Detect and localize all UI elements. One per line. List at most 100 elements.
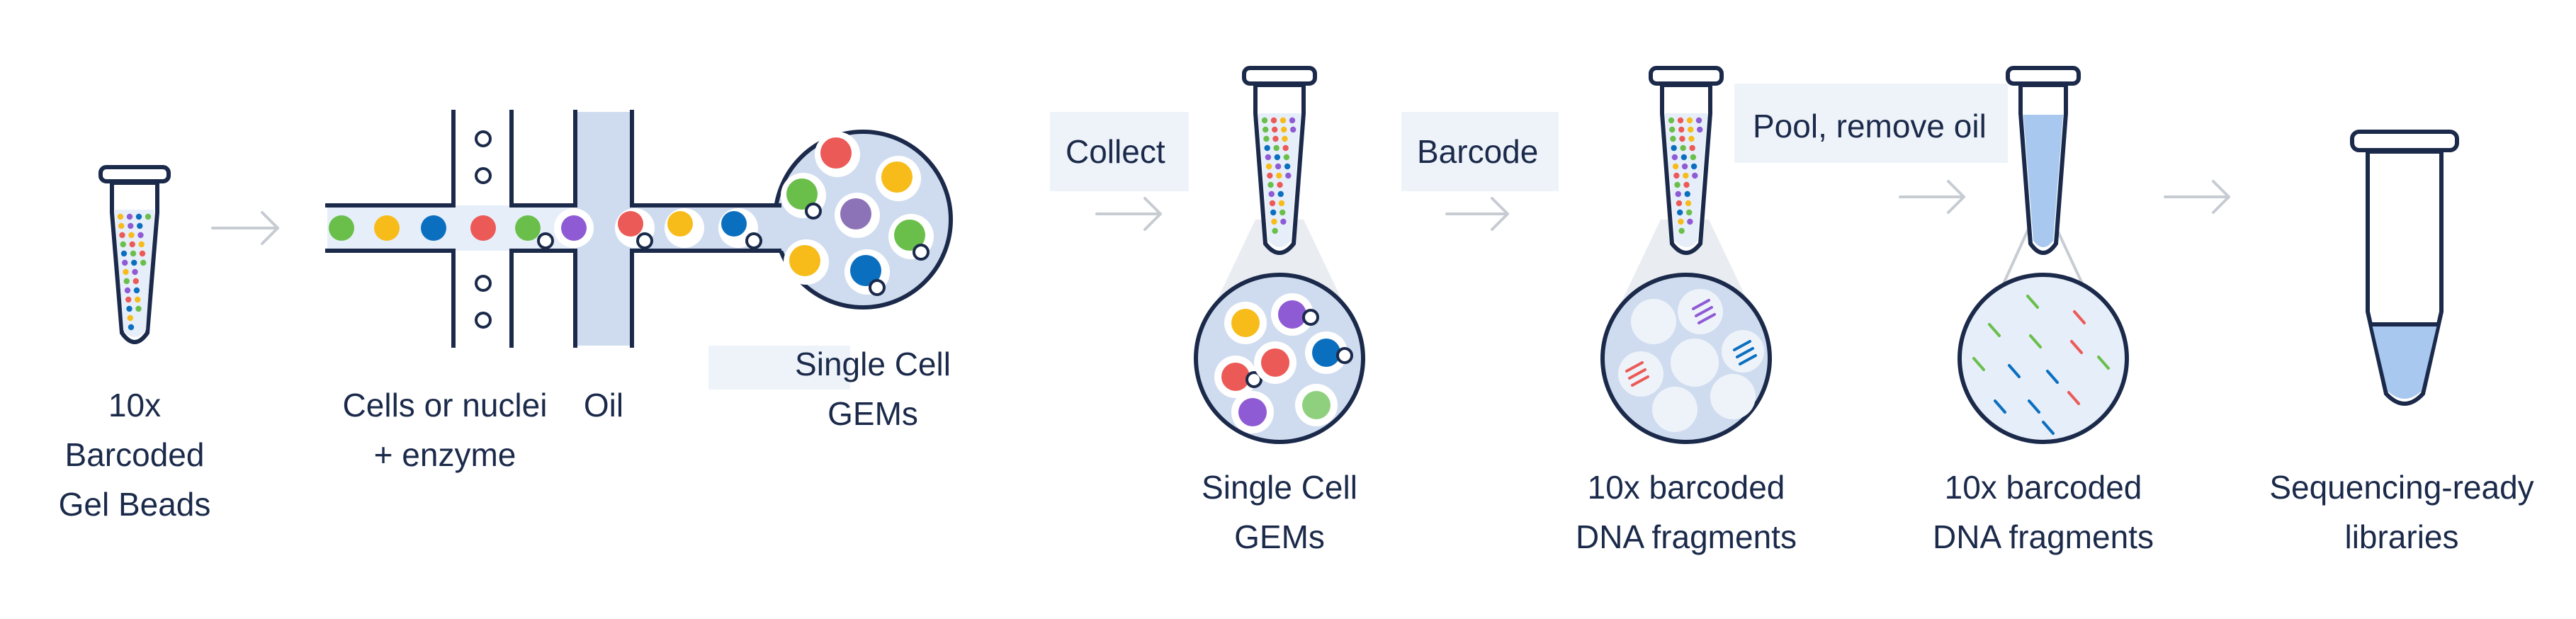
bead-dot	[128, 232, 135, 239]
bead-dot	[127, 314, 133, 322]
tube-icon	[1604, 66, 1766, 339]
bead-dot	[129, 241, 135, 248]
arrow-right-icon	[1095, 197, 1162, 231]
bead-dot	[1683, 172, 1689, 179]
cell	[1278, 300, 1306, 329]
bead-dot	[1676, 200, 1683, 207]
bead-dot	[1281, 126, 1287, 133]
bead-dot	[1672, 163, 1679, 170]
bead-dot	[1265, 163, 1272, 170]
bead-dot	[1687, 218, 1693, 225]
bead-dot	[125, 296, 132, 303]
bead-dot	[1688, 135, 1695, 142]
bead-dot	[1695, 117, 1702, 124]
bead-dot	[1670, 135, 1676, 142]
arrow-right-icon	[1445, 197, 1509, 231]
bead-dot	[122, 259, 128, 266]
gel-beads-label-line2: Barcoded	[65, 436, 205, 473]
bead-dot	[1261, 117, 1268, 124]
cell	[881, 161, 913, 193]
gel-beads-label-line1: 10x	[108, 387, 161, 424]
bead-dot	[1279, 209, 1286, 216]
bead-dot	[1688, 126, 1694, 133]
fragments-1-label-line1: 10x barcoded	[1588, 469, 1785, 506]
cell	[1231, 309, 1260, 337]
cell	[840, 198, 871, 229]
bead-dot	[137, 232, 144, 239]
cell	[1302, 391, 1331, 419]
bead-dot	[1678, 218, 1684, 225]
bead-dot	[120, 250, 128, 257]
bead-dot	[1678, 126, 1685, 133]
bead-dot	[1277, 191, 1284, 198]
libraries-label-line1: Sequencing-ready	[2269, 469, 2533, 506]
bead-dot	[137, 222, 143, 229]
bead-dot	[1277, 181, 1283, 188]
bead-dot	[1668, 117, 1675, 124]
bead-dot	[138, 241, 145, 248]
bead-dot	[120, 241, 126, 248]
bead	[421, 215, 446, 241]
bead-dot	[1680, 144, 1686, 152]
fragments-2-label-line1: 10x barcoded	[1945, 469, 2142, 506]
tube-icon	[98, 165, 171, 344]
bead-dot	[1679, 135, 1685, 142]
bead-dot	[135, 296, 141, 303]
bead-dot	[1686, 117, 1693, 124]
bead-dot	[135, 305, 142, 312]
gems-chip-label-line2: GEMs	[827, 395, 918, 432]
bead-dot	[131, 259, 137, 266]
bead-dot	[1285, 172, 1292, 179]
gel-bead-ring	[869, 279, 886, 296]
gel-bead-ring	[805, 203, 822, 220]
cell	[561, 215, 587, 241]
magnifier-circle-icon	[1194, 273, 1365, 444]
tube-icon	[2350, 130, 2459, 406]
bead-dot	[1671, 154, 1678, 161]
arrow-right-icon	[1899, 180, 1965, 214]
cell	[1312, 339, 1340, 367]
bead-dot	[1263, 135, 1270, 142]
bead-dot	[1262, 126, 1269, 133]
libraries-label-line2: libraries	[2344, 518, 2458, 555]
bead	[329, 215, 354, 241]
bead-dot	[1273, 144, 1279, 152]
bead-dot	[1276, 172, 1282, 179]
cells-label-line1: Cells or nuclei	[343, 387, 548, 424]
bead-dot	[1685, 209, 1693, 216]
bead-dot	[128, 222, 134, 229]
cell	[786, 178, 818, 210]
bead-dot	[1279, 117, 1287, 124]
bead-dot	[1275, 163, 1282, 170]
bead-dot	[140, 259, 147, 266]
arrow-right-icon	[2164, 180, 2230, 214]
cell	[1221, 363, 1250, 391]
magnifier-circle-icon	[1958, 273, 2129, 444]
step-barcode-label: Barcode	[1417, 133, 1538, 170]
gel-beads-label-line3: Gel Beads	[59, 486, 211, 523]
bead-dot	[133, 287, 140, 294]
bead-dot	[1267, 172, 1273, 179]
gems-tube-label-line2: GEMs	[1234, 518, 1325, 555]
bead-dot	[132, 278, 139, 285]
bead-dot	[1272, 135, 1279, 142]
bead-dot	[1283, 154, 1290, 161]
bead-dot	[1290, 126, 1297, 133]
magnifier-circle-icon	[1600, 273, 1772, 444]
bead-dot	[1284, 163, 1291, 170]
bead-dot	[1697, 126, 1703, 133]
cell	[1238, 398, 1267, 426]
cell	[789, 245, 820, 276]
bead-dot	[1689, 144, 1695, 152]
bead	[374, 215, 400, 241]
bead-dot	[123, 268, 129, 276]
bead-dot	[1692, 172, 1698, 179]
bead-dot	[1675, 191, 1681, 198]
bead-dot	[139, 250, 146, 257]
bead-dot	[1676, 209, 1683, 216]
bead-dot	[1282, 144, 1289, 152]
bead-dot	[1674, 181, 1680, 188]
bead-dot	[1669, 126, 1676, 133]
cell	[894, 220, 925, 251]
bead-dot	[1274, 154, 1281, 161]
